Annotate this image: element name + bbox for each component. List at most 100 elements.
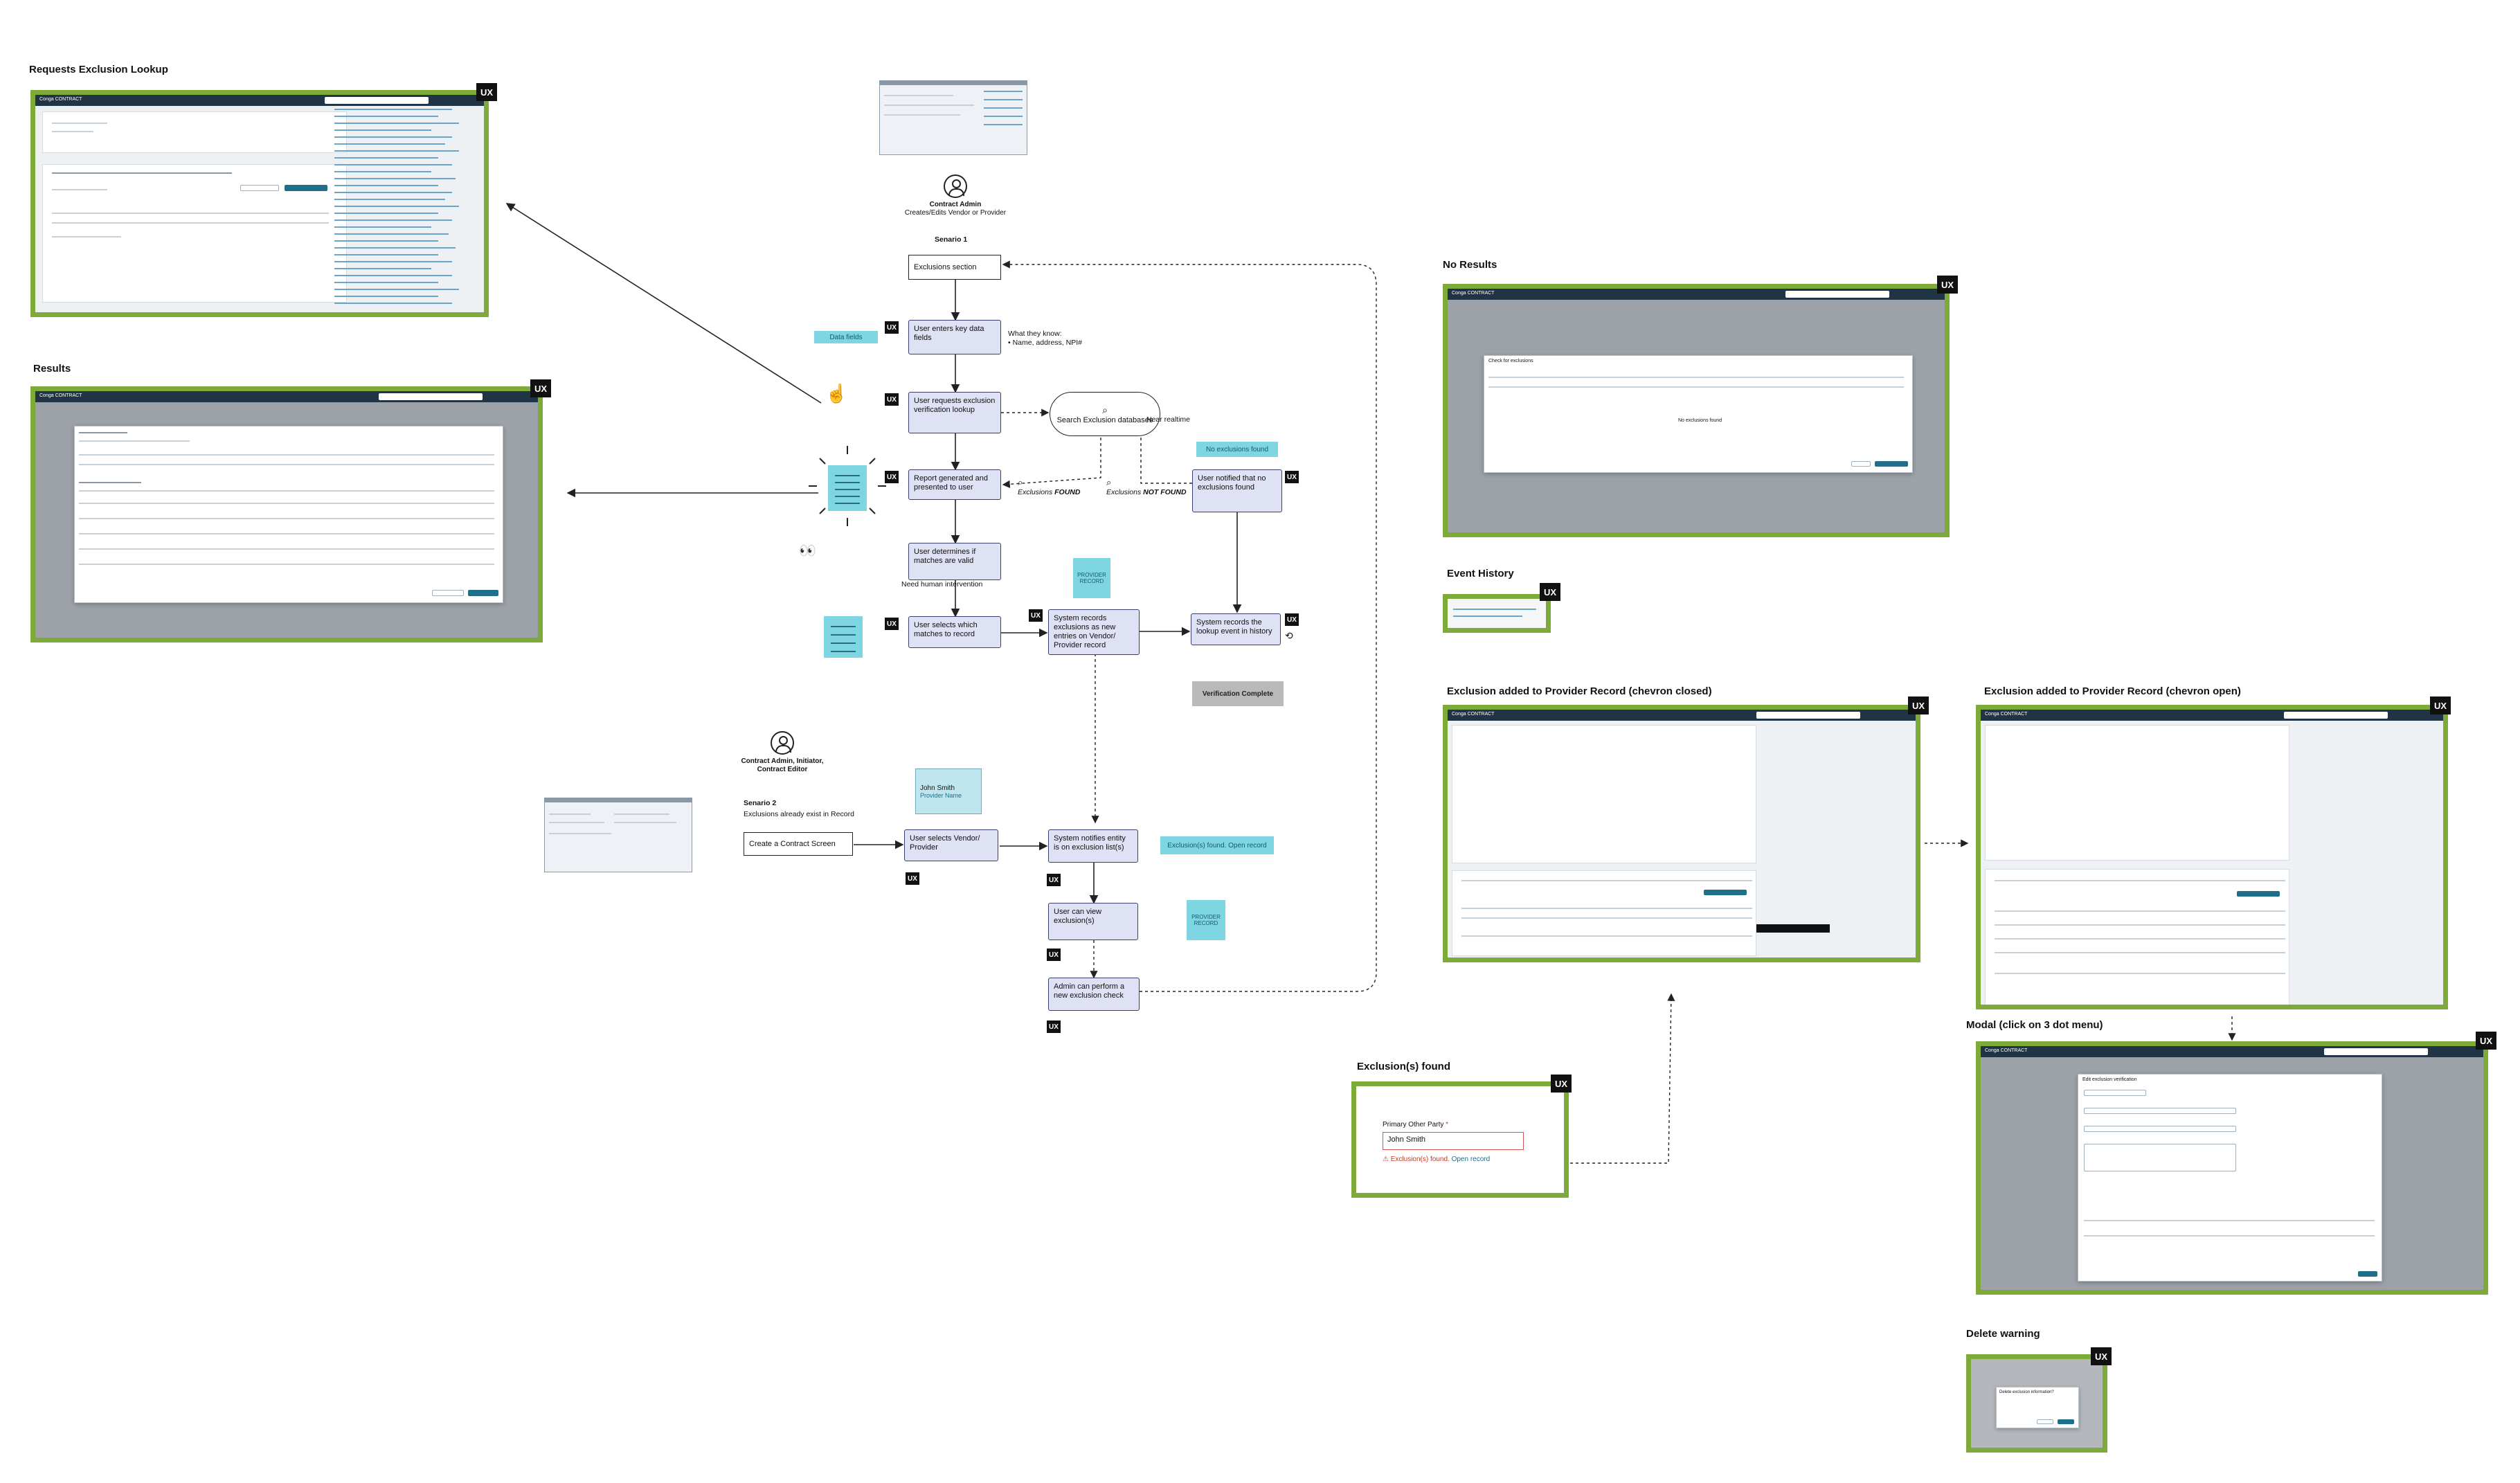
node-requests-lookup: User requests exclusion verification loo…: [908, 392, 1001, 433]
modal-title: Edit exclusion verification: [2082, 1077, 2137, 1082]
ux-badge: UX: [1551, 1075, 1572, 1093]
note-not-found-prefix: Exclusions: [1106, 488, 1142, 496]
note-exclusions-not-found: ⌕Exclusions NOT FOUND: [1106, 478, 1187, 497]
search-icon: ⌕: [1102, 404, 1108, 415]
node-search-databases-label: Search Exclusion databases: [1056, 415, 1153, 424]
sticky-provider-record-2-label: PROVIDER RECORD: [1191, 914, 1221, 926]
screen-added-open: Conga CONTRACT: [1976, 705, 2448, 1009]
note-what-they-know-label: What they know:: [1008, 330, 1062, 338]
ux-badge: UX: [1937, 276, 1958, 294]
user-icon: [771, 731, 794, 755]
node-selects-vendor: User selects Vendor/ Provider: [904, 829, 998, 861]
node-admin-new-check: Admin can perform a new exclusion check: [1048, 978, 1140, 1011]
sticky-verification-complete: Verification Complete: [1192, 681, 1284, 706]
ux-badge: UX: [885, 618, 899, 630]
actor-contract-admin-2: Contract Admin, Initiator, Contract Edit…: [727, 731, 838, 774]
field-label-text: Primary Other Party: [1383, 1121, 1444, 1129]
actor-contract-admin: Contract Admin Creates/Edits Vendor or P…: [893, 174, 1018, 217]
note-found-prefix: Exclusions: [1018, 488, 1053, 496]
ux-badge: UX: [476, 83, 497, 101]
node-notified-none: User notified that no exclusions found: [1192, 469, 1282, 512]
note-not-found-emph: NOT FOUND: [1143, 488, 1187, 496]
open-record-link[interactable]: Open record: [1451, 1156, 1491, 1163]
checklist-icon: [824, 616, 863, 658]
ux-badge: UX: [1029, 609, 1043, 622]
note-exclusions-found: ⌕Exclusions FOUND: [1018, 478, 1080, 497]
node-exclusions-section: Exclusions section: [908, 255, 1001, 280]
user-icon: [944, 174, 967, 198]
node-report-generated: Report generated and presented to user: [908, 469, 1001, 500]
ux-badge: UX: [1047, 874, 1061, 886]
title-delete-warning: Delete warning: [1966, 1328, 2040, 1340]
actor-subtitle: Creates/Edits Vendor or Provider: [904, 209, 1007, 217]
history-icon: ⟲: [1285, 630, 1293, 641]
ux-badge: UX: [885, 321, 899, 334]
ux-badge: UX: [906, 872, 919, 885]
node-determines-valid: User determines if matches are valid: [908, 543, 1001, 580]
zoom-icon: ⌕: [1018, 477, 1023, 487]
actor-2-role: Contract Admin, Initiator, Contract Edit…: [741, 757, 824, 773]
ux-badge: UX: [885, 393, 899, 406]
pointer-hand-icon: ☝: [825, 383, 848, 404]
warning-text: Exclusion(s) found.: [1390, 1156, 1450, 1163]
scenario-2-desc: Exclusions already exist in Record: [744, 810, 854, 818]
ux-badge: UX: [2091, 1347, 2112, 1365]
title-results: Results: [33, 363, 71, 375]
eyes-icon: 👀: [799, 543, 816, 559]
node-enters-key-data: User enters key data fields: [908, 320, 1001, 354]
sticky-data-fields: Data fields: [814, 331, 878, 343]
node-system-records: System records exclusions as new entries…: [1048, 609, 1140, 655]
screen-no-results: Conga CONTRACT Check for exclusions No e…: [1443, 284, 1950, 537]
screen-exclusions-found: Primary Other Party * John Smith ⚠ Exclu…: [1351, 1081, 1569, 1198]
primary-other-party-field[interactable]: John Smith: [1383, 1132, 1524, 1150]
note-know-items: Name, address, NPI#: [1012, 339, 1082, 347]
dropdown-role: Provider Name: [920, 791, 962, 799]
node-system-notifies: System notifies entity is on exclusion l…: [1048, 829, 1138, 863]
screen-delete-warning: Delete exclusion information?: [1966, 1354, 2107, 1453]
node-selects-matches: User selects which matches to record: [908, 616, 1001, 648]
thumbnail-screen-2: [544, 798, 692, 872]
modal-title: Check for exclusions: [1488, 359, 1533, 363]
screen-modal-menu: Conga CONTRACT Edit exclusion verificati…: [1976, 1041, 2488, 1295]
empty-text: No exclusions found: [1678, 418, 1722, 423]
exclusion-warning: ⚠ Exclusion(s) found. Open record: [1383, 1156, 1490, 1163]
report-document-icon: [828, 465, 867, 511]
zoom-icon: ⌕: [1106, 477, 1112, 487]
ux-badge: UX: [1047, 1021, 1061, 1033]
note-near-realtime: Near realtime: [1146, 415, 1191, 424]
scenario-2-label: Senario 2: [744, 799, 777, 807]
node-create-contract: Create a Contract Screen: [744, 832, 853, 856]
title-no-results: No Results: [1443, 259, 1497, 271]
screen-results: Conga CONTRACT: [30, 386, 543, 642]
screen-requests-lookup: Conga CONTRACT: [30, 90, 489, 317]
note-need-human: Need human intervention: [901, 580, 983, 588]
scenario-1-label: Senario 1: [935, 235, 968, 244]
warning-icon: ⚠: [1383, 1156, 1389, 1163]
ux-badge: UX: [1047, 949, 1061, 961]
field-label: Primary Other Party *: [1383, 1121, 1448, 1129]
thumbnail-screen-1: [879, 80, 1027, 155]
sticky-provider-record-2: PROVIDER RECORD: [1187, 900, 1225, 940]
title-requests-lookup: Requests Exclusion Lookup: [29, 64, 168, 75]
title-added-closed: Exclusion added to Provider Record (chev…: [1447, 685, 1712, 697]
ux-badge: UX: [2430, 696, 2451, 714]
sticky-no-exclusions-found: No exclusions found: [1196, 442, 1278, 457]
title-event-history: Event History: [1447, 568, 1514, 579]
node-records-history: System records the lookup event in histo…: [1191, 613, 1281, 645]
title-exclusions-found: Exclusion(s) found: [1357, 1061, 1450, 1072]
ux-badge: UX: [530, 379, 551, 397]
screen-added-closed: Conga CONTRACT: [1443, 705, 1920, 962]
actor-role: Contract Admin: [929, 201, 982, 208]
sticky-exclusions-found-open: Exclusion(s) found. Open record: [1160, 836, 1274, 854]
node-can-view: User can view exclusion(s): [1048, 903, 1138, 940]
required-mark: *: [1446, 1121, 1449, 1129]
note-what-they-know: What they know: • Name, address, NPI#: [1008, 330, 1082, 347]
title-modal-menu: Modal (click on 3 dot menu): [1966, 1019, 2103, 1031]
ux-badge: UX: [2476, 1032, 2496, 1050]
ux-badge: UX: [1285, 613, 1299, 626]
ux-badge: UX: [1540, 583, 1560, 601]
ux-badge: UX: [1908, 696, 1929, 714]
ux-badge: UX: [885, 471, 899, 483]
name-dropdown-mock: John Smith Provider Name: [915, 769, 982, 814]
